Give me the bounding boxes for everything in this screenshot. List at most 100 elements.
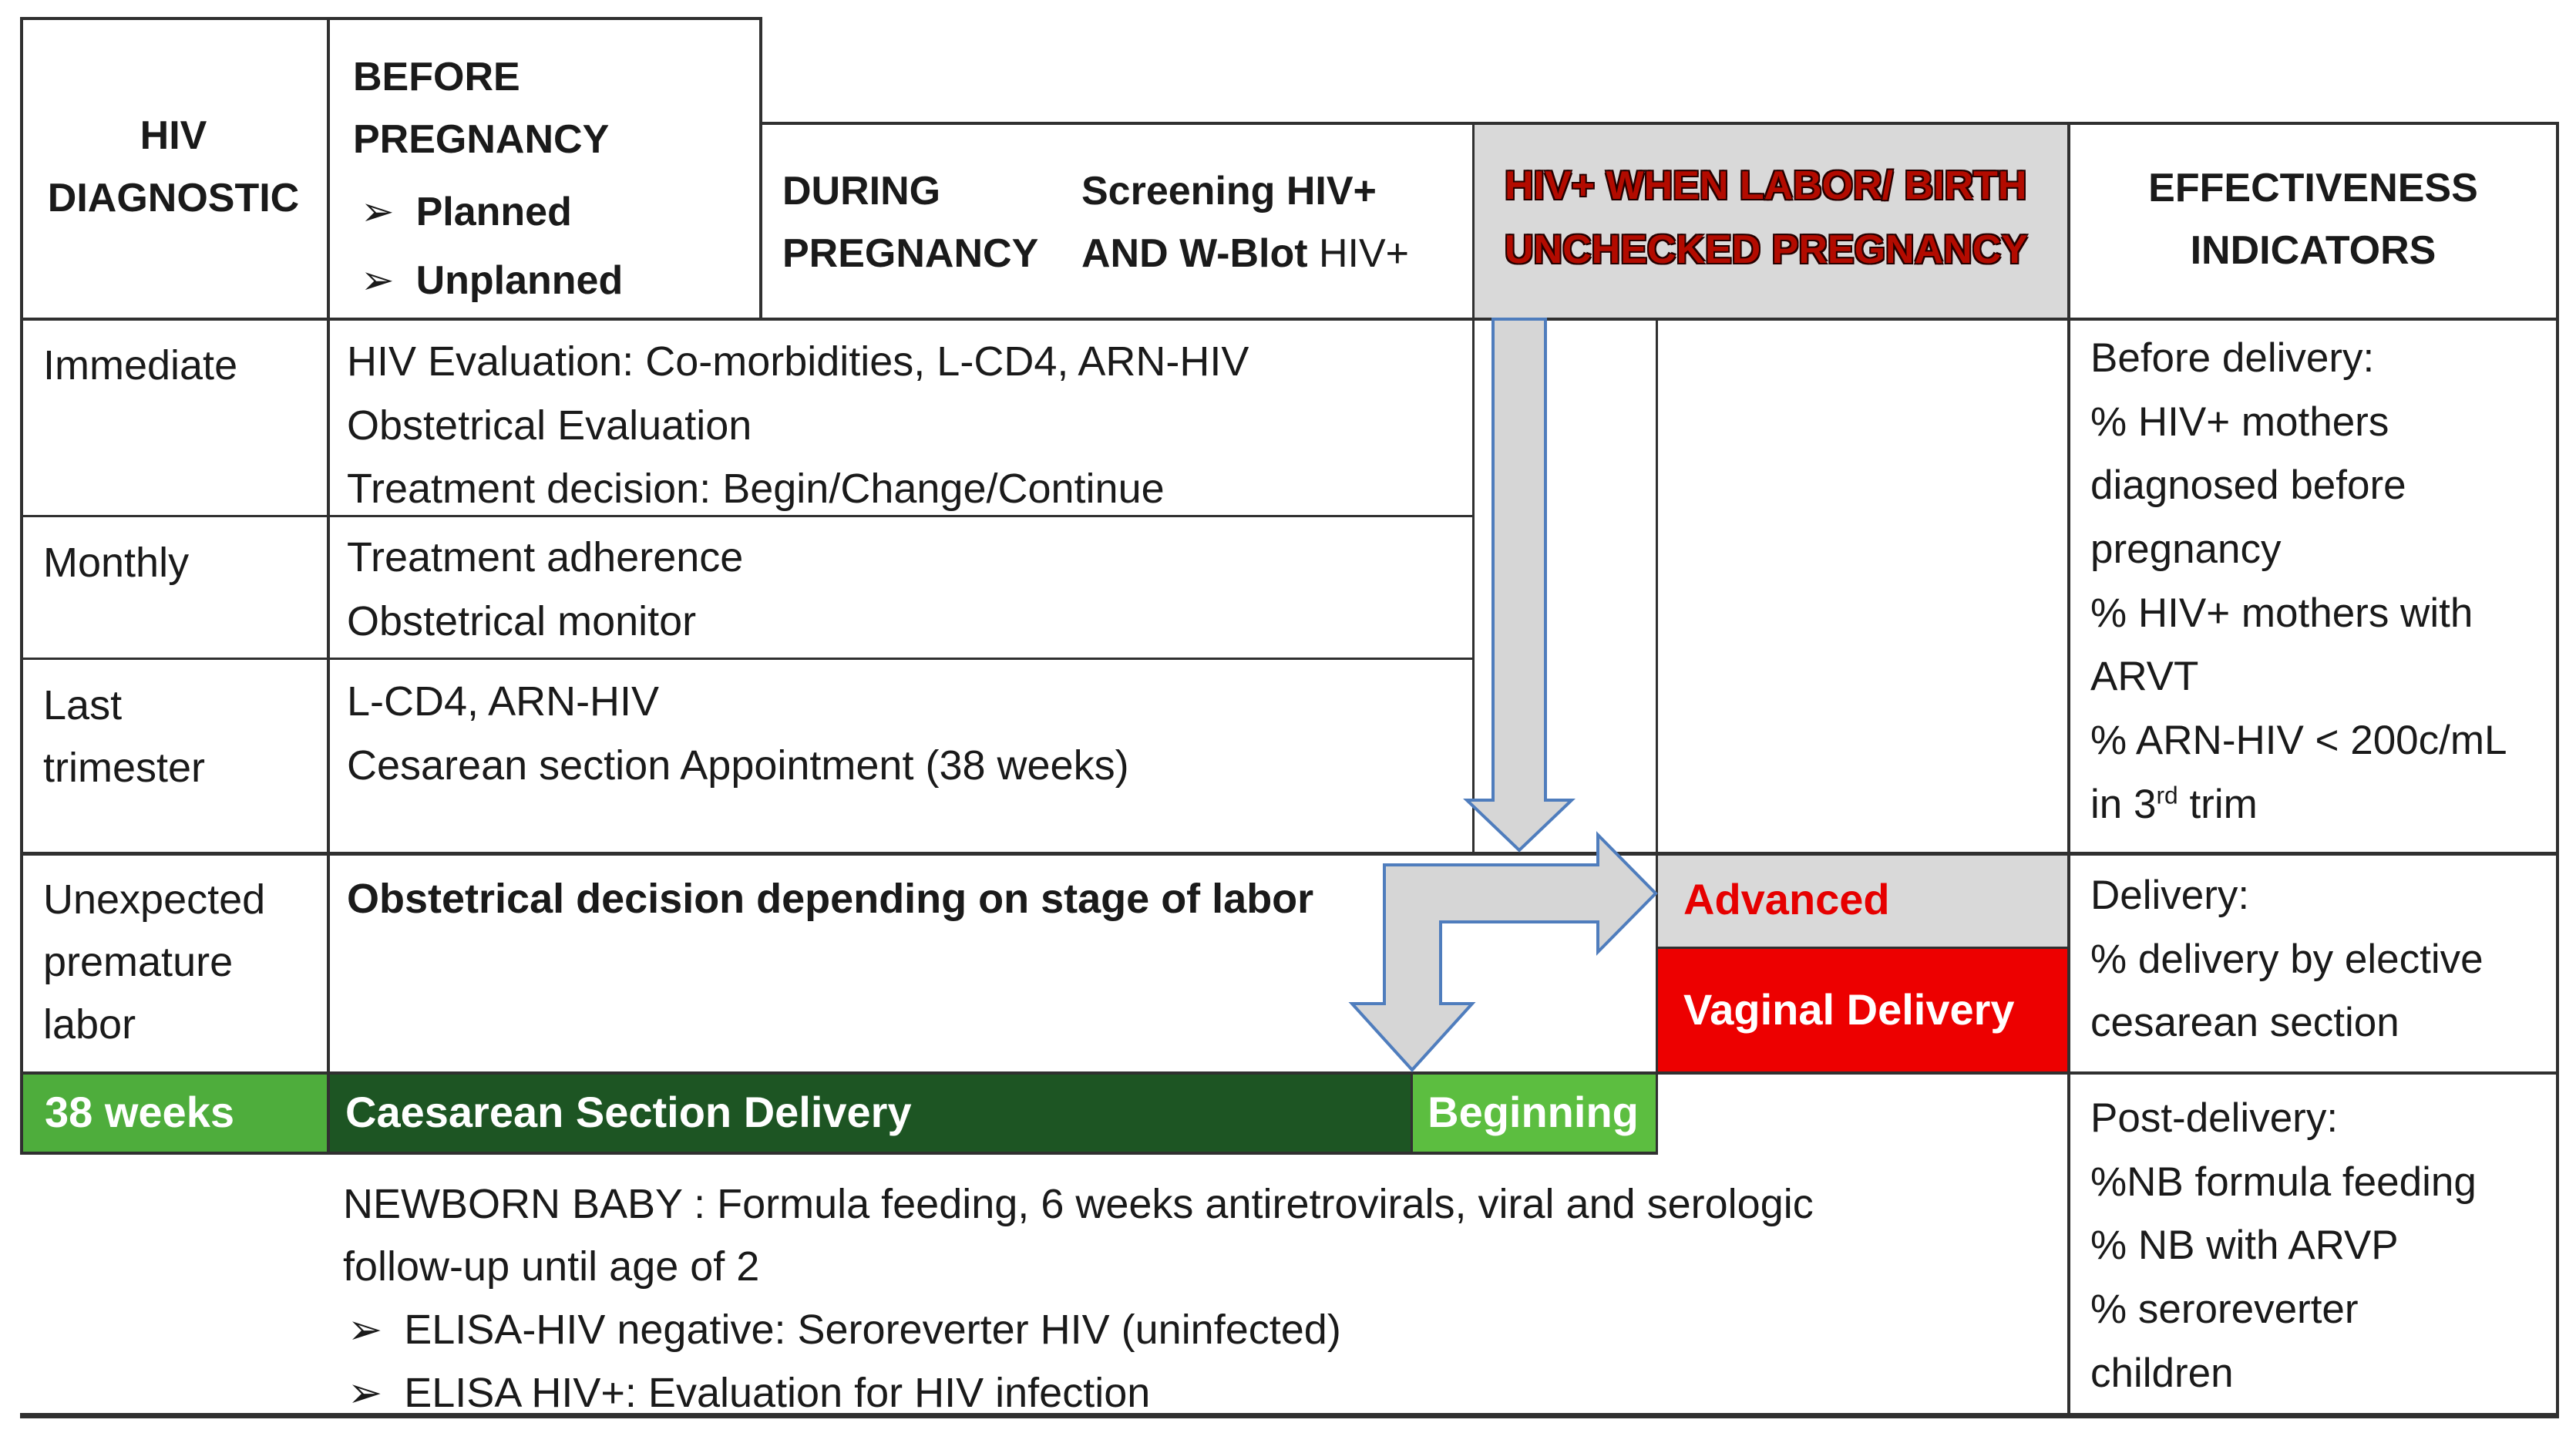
indicator-delivery: Delivery: % delivery by elective cesarea… — [2090, 852, 2553, 1071]
header-hiv-diagnostic: HIV DIAGNOSTIC — [20, 17, 327, 318]
header-during-pregnancy: DURING PREGNANCY Screening HIV+ AND W-Bl… — [759, 122, 1472, 318]
border-green-row-top — [20, 1071, 2559, 1075]
indicator-line: ARVT — [2090, 654, 2199, 700]
header-labor-unchecked: HIV+ WHEN LABOR/ BIRTH UNCHECKED PREGNAN… — [1472, 122, 2067, 318]
content-line: L-CD4, ARN-HIV — [347, 678, 660, 725]
indicator-line: diagnosed before — [2090, 463, 2406, 509]
vaginal-delivery-label: Vaginal Delivery — [1683, 984, 2015, 1034]
border-col1-right — [327, 17, 330, 1155]
border-right-outer — [2556, 122, 2559, 1417]
row-label-monthly: Monthly — [43, 540, 190, 586]
advanced-label: Advanced — [1683, 875, 1890, 923]
border-green-row-bottom — [20, 1152, 1656, 1155]
screening-label: Screening HIV+ AND W-Blot HIV+ — [1081, 160, 1409, 284]
cesarean-bar-label: Caesarean Section Delivery — [345, 1087, 912, 1136]
border-row2-bottom — [20, 658, 1472, 660]
border-top-left-cells — [20, 17, 759, 20]
weeks38-cell-bg — [20, 1071, 327, 1152]
indicator-post-delivery: Post-delivery: %NB formula feeding % NB … — [2090, 1071, 2553, 1413]
border-header-bottom — [20, 318, 2559, 321]
arrow-bullet-icon: ➢ — [348, 1368, 383, 1417]
header-effectiveness: EFFECTIVENESS INDICATORS — [2067, 122, 2559, 318]
header-hiv-diagnostic-label: HIV DIAGNOSTIC — [47, 113, 300, 220]
labor-unchecked-label: HIV+ WHEN LABOR/ BIRTH UNCHECKED PREGNAN… — [1505, 163, 2028, 273]
sup-pre: in 3 — [2090, 781, 2157, 827]
newborn-bullet-2: ➢ ELISA HIV+: Evaluation for HIV infecti… — [343, 1361, 2066, 1425]
indicator-line-superscript: in 3rd trim — [2090, 773, 2553, 837]
indicator-title: Before delivery: — [2090, 335, 2375, 381]
indicator-line: pregnancy — [2090, 526, 2282, 573]
border-indicators-left — [2067, 122, 2070, 1417]
newborn-line2: follow-up until age of 2 — [343, 1243, 760, 1290]
indicator-line: % HIV+ mothers — [2090, 399, 2389, 445]
newborn-line1: NEWBORN BABY : Formula feeding, 6 weeks … — [343, 1181, 1814, 1227]
effectiveness-label: EFFECTIVENESS INDICATORS — [2148, 166, 2478, 273]
newborn-block: NEWBORN BABY : Formula feeding, 6 weeks … — [343, 1152, 2066, 1417]
bullet-planned: ➢ Planned — [353, 181, 759, 244]
indicator-line: % ARN-HIV < 200c/mL — [2090, 718, 2507, 764]
weeks38-cell: 38 weeks — [20, 1071, 327, 1152]
vaginal-cell-bg — [1656, 947, 2067, 1071]
beginning-cell: Beginning — [1411, 1071, 1656, 1152]
screening-line2-regular: HIV+ — [1307, 230, 1410, 276]
border-beginning-left — [1411, 1071, 1413, 1155]
bullet-planned-label: Planned — [415, 190, 572, 235]
screening-line2-bold: AND W-Blot — [1081, 230, 1308, 276]
beginning-cell-bg — [1411, 1071, 1656, 1152]
newborn-bullet-1: ➢ ELISA-HIV negative: Seroreverter HIV (… — [343, 1298, 2066, 1361]
indicator-line: cesarean section — [2090, 1000, 2399, 1046]
border-row3-bottom — [20, 852, 2559, 856]
bullet-unplanned: ➢ Unplanned — [353, 250, 759, 312]
content-line: Treatment decision: Begin/Change/Continu… — [347, 466, 1165, 513]
border-top-right-cells — [759, 122, 2559, 125]
content-line: Treatment adherence — [347, 534, 744, 580]
border-labor-split — [1656, 318, 1658, 1155]
row-label-last-trimester: Last trimester — [43, 682, 206, 791]
during-pregnancy-label: DURING PREGNANCY — [782, 169, 1039, 276]
border-advanced-vaginal — [1656, 947, 2067, 949]
vaginal-delivery-cell: Vaginal Delivery — [1656, 947, 2067, 1071]
indicator-line: % NB with ARVP — [2090, 1223, 2399, 1269]
advanced-cell: Advanced — [1656, 852, 2067, 947]
row-content-obstetrical-decision: Obstetrical decision depending on stage … — [347, 876, 1314, 922]
arrow-bullet-icon: ➢ — [361, 257, 395, 304]
content-line: Obstetrical Evaluation — [347, 402, 752, 449]
indicator-before-delivery: Before delivery: % HIV+ mothers diagnose… — [2090, 318, 2553, 852]
row-content-monthly: Treatment adherence Obstetrical monitor — [327, 515, 1468, 658]
border-table-bottom — [20, 1413, 2559, 1418]
arrow-bullet-icon: ➢ — [348, 1305, 383, 1354]
indicator-line: %NB formula feeding — [2090, 1159, 2477, 1205]
content-line: HIV Evaluation: Co-morbidities, L-CD4, A… — [347, 338, 1249, 385]
content-line: Obstetrical monitor — [347, 597, 697, 644]
indicator-title: Delivery: — [2090, 873, 2250, 918]
before-pregnancy-title: BEFORE PREGNANCY — [353, 55, 610, 162]
indicator-title: Post-delivery: — [2090, 1095, 2339, 1141]
weeks38-label: 38 weeks — [45, 1087, 234, 1136]
indicator-line: % seroreverter — [2090, 1287, 2359, 1333]
row-content-last-trimester: L-CD4, ARN-HIV Cesarean section Appointm… — [327, 658, 1468, 852]
row-content-immediate: HIV Evaluation: Co-morbidities, L-CD4, A… — [327, 318, 1468, 515]
header-before-pregnancy: BEFORE PREGNANCY ➢ Planned ➢ Unplanned — [327, 17, 759, 318]
arrow-bullet-icon: ➢ — [361, 189, 395, 236]
indicator-line: % HIV+ mothers with — [2090, 590, 2473, 636]
border-row1-bottom — [20, 515, 1472, 517]
cesarean-bar-bg — [327, 1071, 1411, 1152]
down-arrow-from-labor-header — [1463, 318, 1576, 853]
cesarean-bar: Caesarean Section Delivery — [327, 1071, 1411, 1152]
indicator-line: % delivery by elective — [2090, 936, 2484, 982]
border-left-outer — [20, 17, 23, 1155]
advanced-cell-bg — [1656, 852, 2067, 947]
indicator-line: children — [2090, 1350, 2234, 1396]
newborn-bullet-1-label: ELISA-HIV negative: Seroreverter HIV (un… — [404, 1307, 1341, 1353]
border-col2-right — [759, 17, 762, 321]
bullet-unplanned-label: Unplanned — [415, 257, 624, 303]
newborn-bullet-2-label: ELISA HIV+: Evaluation for HIV infection — [404, 1370, 1151, 1416]
sup-post: trim — [2177, 781, 2258, 827]
screening-line2: AND W-Blot HIV+ — [1081, 223, 1409, 285]
beginning-label: Beginning — [1428, 1087, 1639, 1136]
row-label-immediate: Immediate — [43, 342, 238, 389]
sup-rd: rd — [2156, 781, 2178, 809]
screening-line1: Screening HIV+ — [1081, 169, 1377, 214]
row-label-unexpected-labor: Unexpected premature labor — [43, 876, 266, 1048]
